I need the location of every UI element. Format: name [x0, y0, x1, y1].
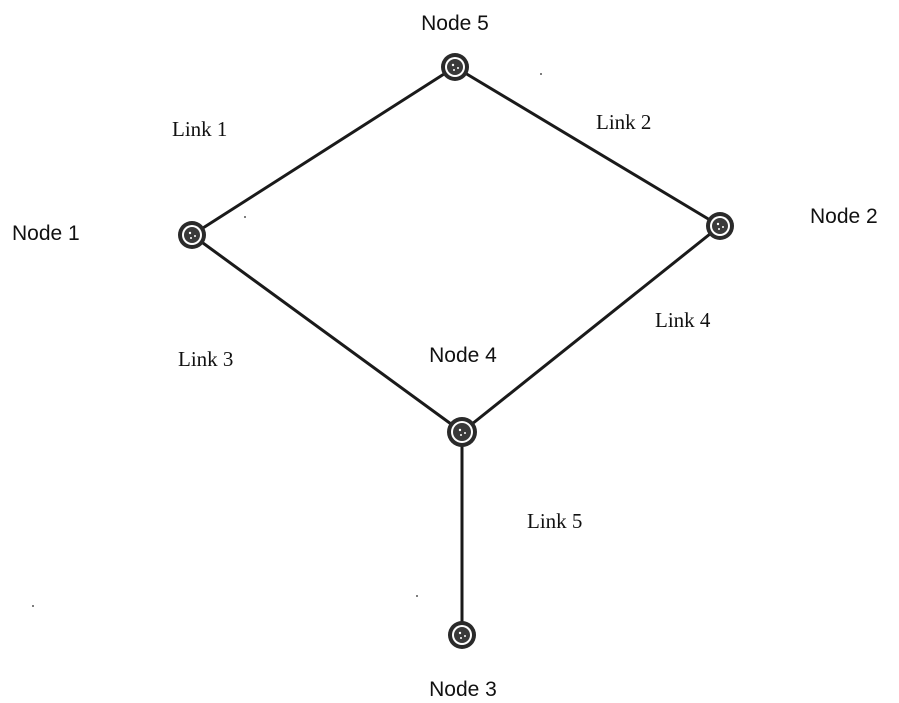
- link-4-line: [460, 224, 722, 434]
- link-3-label: Link 3: [178, 347, 233, 371]
- scan-speck: [416, 595, 418, 597]
- link-1-label: Link 1: [172, 117, 227, 141]
- node-1-icon: [178, 221, 206, 249]
- link-3-line: [190, 233, 464, 434]
- node-1-label: Node 1: [12, 222, 80, 245]
- link-2-line: [453, 65, 722, 228]
- link-4-label: Link 4: [655, 308, 711, 332]
- node-2-label: Node 2: [810, 205, 878, 228]
- link-5-label: Link 5: [527, 509, 582, 533]
- node-3-icon: [448, 621, 476, 649]
- link-2-label: Link 2: [596, 110, 651, 134]
- node-5-label: Node 5: [421, 12, 489, 35]
- scan-speck: [32, 605, 34, 607]
- node-2-icon: [706, 212, 734, 240]
- node-5-icon: [441, 53, 469, 81]
- node-3-label: Node 3: [429, 678, 497, 701]
- scan-speck: [540, 73, 542, 75]
- node-4-icon: [447, 417, 477, 447]
- link-1-line: [190, 65, 457, 237]
- node-4-label: Node 4: [429, 344, 497, 367]
- scan-speck: [244, 216, 246, 218]
